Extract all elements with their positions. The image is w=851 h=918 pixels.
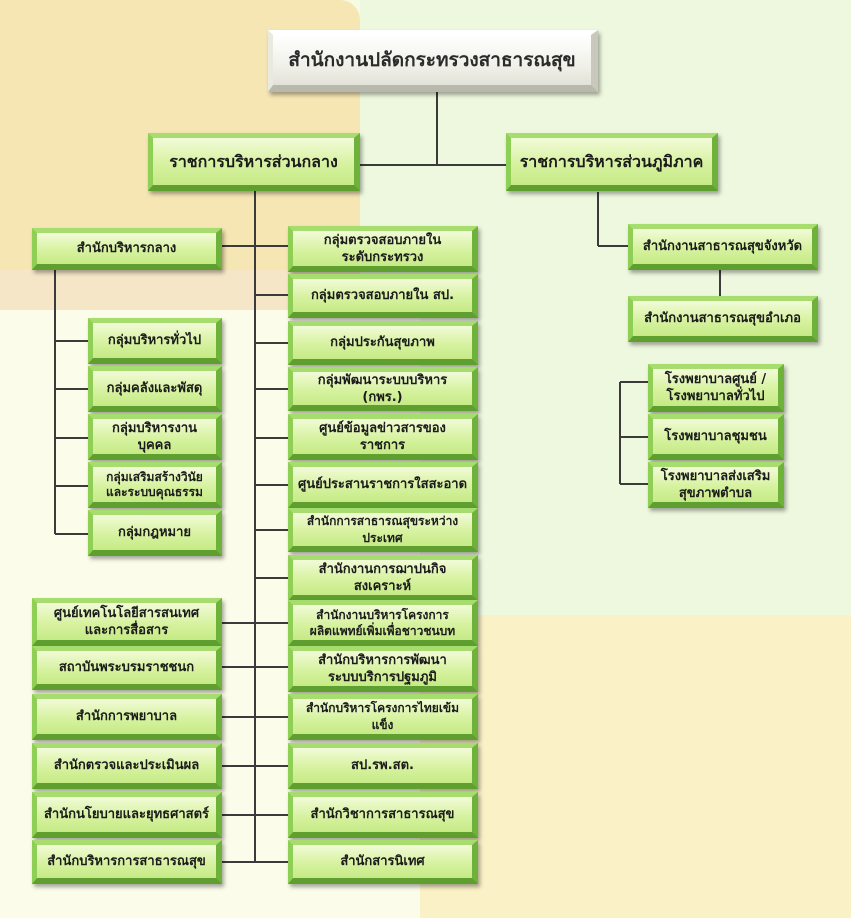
- right-unit-box: ศูนย์ข้อมูลข่าวสารของราชการ: [288, 414, 478, 460]
- central-office-box: สำนักบริหารกลาง: [32, 228, 222, 270]
- right-unit-box: กลุ่มประกันสุขภาพ: [288, 321, 478, 365]
- group-box: กลุ่มคลังและพัสดุ: [88, 366, 222, 412]
- right-unit-box: สำนักวิชาการสาธารณสุข: [288, 792, 478, 838]
- right-unit-box: กลุ่มพัฒนาระบบบริหาร (กพร.): [288, 367, 478, 411]
- right-unit-box: สำนักสารนิเทศ: [288, 840, 478, 884]
- group-box: กลุ่มบริหารงานบุคคล: [88, 414, 222, 460]
- hospital-box: โรงพยาบาลชุมชน: [648, 414, 784, 460]
- group-box: กลุ่มบริหารทั่วไป: [88, 318, 222, 364]
- right-unit-box: สำนักบริหารการพัฒนา ระบบบริการปฐมภูมิ: [288, 646, 478, 692]
- central-administration-box: ราชการบริหารส่วนกลาง: [148, 133, 360, 191]
- right-unit-box: กลุ่มตรวจสอบภายใน ระดับกระทรวง: [288, 226, 478, 272]
- right-unit-box: กลุ่มตรวจสอบภายใน สป.: [288, 274, 478, 318]
- right-unit-box: สป.รพ.สต.: [288, 743, 478, 789]
- provincial-office-box: สำนักงานสาธารณสุขจังหวัด: [628, 224, 818, 270]
- right-unit-box: สำนักงานบริหารโครงการ ผลิตแพทย์เพิ่มเพื่…: [288, 600, 478, 646]
- right-unit-box: สำนักงานการฌาปนกิจสงเคราะห์: [288, 555, 478, 601]
- background-panel: [420, 615, 851, 918]
- regional-administration-box: ราชการบริหารส่วนภูมิภาค: [506, 133, 718, 191]
- right-unit-box: สำนักบริหารโครงการไทยเข้มแข็ง: [288, 694, 478, 740]
- hospital-box: โรงพยาบาลส่งเสริม สุขภาพตำบล: [648, 462, 784, 508]
- right-unit-box: ศูนย์ประสานราชการใสสะอาด: [288, 462, 478, 508]
- ministry-office-title: สำนักงานปลัดกระทรวงสาธารณสุข: [268, 30, 598, 92]
- group-box: กลุ่มกฎหมาย: [88, 510, 222, 556]
- left-unit-box: ศูนย์เทคโนโลยีสารสนเทศ และการสื่อสาร: [32, 598, 222, 646]
- left-unit-box: สำนักการพยาบาล: [32, 694, 222, 740]
- left-unit-box: สำนักตรวจและประเมินผล: [32, 743, 222, 789]
- left-unit-box: สำนักบริหารการสาธารณสุข: [32, 840, 222, 884]
- group-box: กลุ่มเสริมสร้างวินัย และระบบคุณธรรม: [88, 462, 222, 508]
- left-unit-box: สถาบันพระบรมราชชนก: [32, 646, 222, 690]
- district-office-box: สำนักงานสาธารณสุขอำเภอ: [628, 296, 818, 342]
- left-unit-box: สำนักนโยบายและยุทธศาสตร์: [32, 792, 222, 838]
- right-unit-box: สำนักการสาธารณสุขระหว่างประเทศ: [288, 508, 478, 552]
- hospital-box: โรงพยาบาลศูนย์ / โรงพยาบาลทั่วไป: [648, 364, 784, 412]
